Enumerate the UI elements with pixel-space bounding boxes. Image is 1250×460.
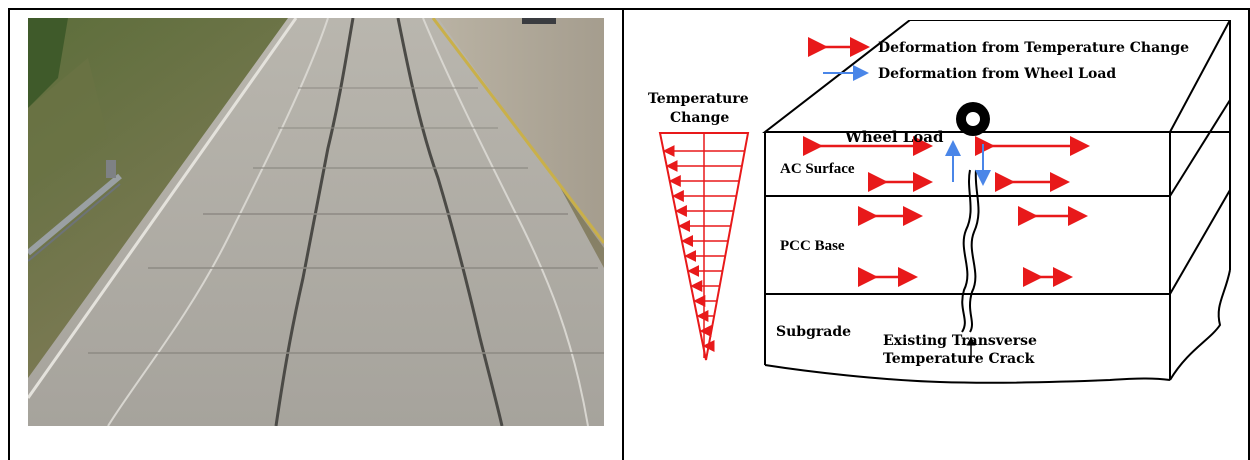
table-border-right: [1248, 8, 1250, 460]
table-border-left: [8, 8, 10, 460]
subgrade-label: Subgrade: [776, 324, 851, 340]
highway-photo: [28, 18, 604, 426]
pavement-block-outline: [762, 20, 1231, 384]
wheel-deformation-arrows: [945, 140, 991, 186]
temperature-gradient-triangle: [658, 132, 750, 361]
crack-label-line2: Temperature Crack: [883, 351, 1035, 367]
temperature-change-line2: Change: [670, 110, 729, 126]
pcc-base-label: PCC Base: [780, 238, 845, 254]
temperature-gradient-arrows: [662, 145, 745, 352]
legend-wheel-label: Deformation from Wheel Load: [878, 66, 1116, 82]
crack-label-line1: Existing Transverse: [883, 333, 1037, 349]
wheel-icon: [956, 102, 990, 136]
table-column-divider: [622, 8, 624, 460]
table-border-top: [8, 8, 1250, 10]
ac-surface-label: AC Surface: [780, 161, 855, 177]
transverse-crack: [961, 169, 980, 333]
temperature-deformation-arrows: [803, 136, 1090, 287]
pavement-diagram: Deformation from Temperature Change Defo…: [640, 20, 1240, 400]
temperature-change-line1: Temperature: [648, 91, 749, 107]
wheel-load-label: Wheel Load: [844, 128, 944, 146]
legend-temperature-label: Deformation from Temperature Change: [878, 40, 1189, 56]
